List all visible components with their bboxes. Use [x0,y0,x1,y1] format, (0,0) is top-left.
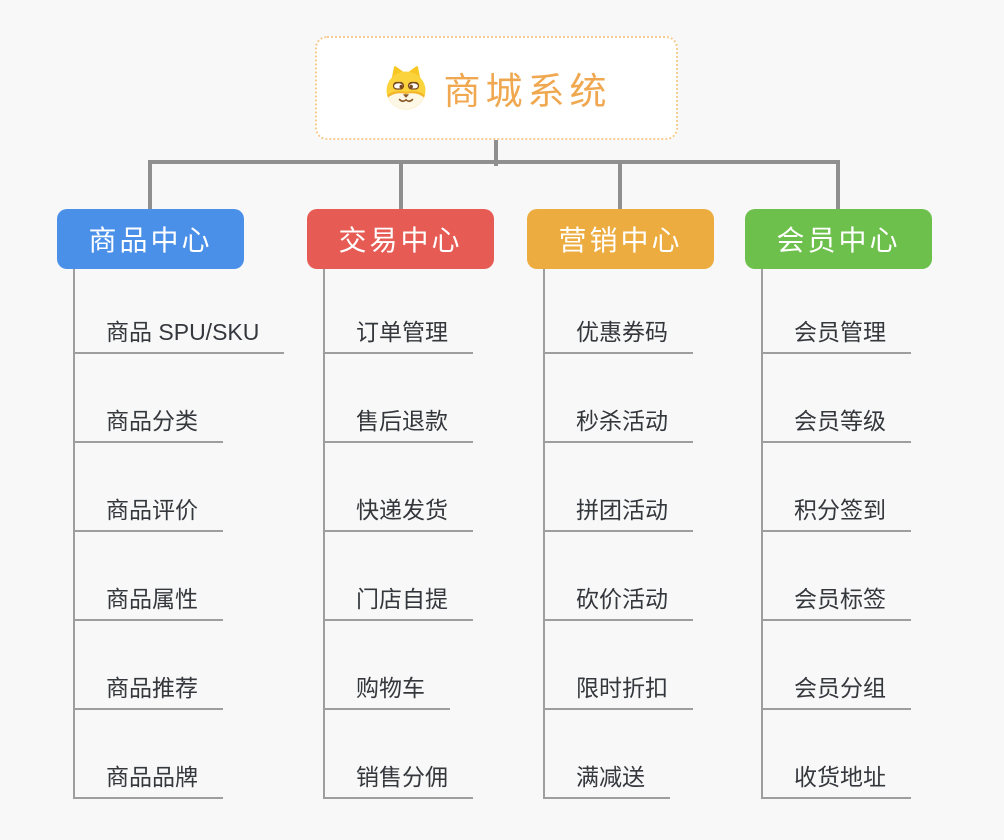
sub-topic[interactable]: 快递发货 [323,497,473,532]
branch-node[interactable]: 商品中心 [57,209,244,269]
sub-item: 限时折扣 [543,621,714,710]
connector-drop-3 [618,160,622,209]
sub-topic[interactable]: 会员分组 [761,675,911,710]
sub-topic[interactable]: 会员等级 [761,408,911,443]
branch-subtree: 商品 SPU/SKU 商品分类 商品评价 商品属性 商品推荐 商品品牌 [57,269,285,799]
sub-item: 购物车 [323,621,494,710]
sub-topic[interactable]: 满减送 [543,764,670,799]
sub-item: 会员分组 [761,621,932,710]
branch-column: 商品中心 商品 SPU/SKU 商品分类 商品评价 商品属性 商品推荐 商品品牌 [57,209,285,799]
branch-node[interactable]: 交易中心 [307,209,494,269]
sub-topic[interactable]: 商品属性 [73,586,223,621]
connector-drop-2 [399,160,403,209]
sub-topic[interactable]: 售后退款 [323,408,473,443]
sub-topic[interactable]: 门店自提 [323,586,473,621]
sub-item: 商品推荐 [73,621,244,710]
sub-item: 满减送 [543,710,714,799]
sub-item: 会员管理 [761,269,932,354]
sub-topic[interactable]: 拼团活动 [543,497,693,532]
branch-subtree: 会员管理 会员等级 积分签到 会员标签 会员分组 收货地址 [745,269,932,799]
sub-topic[interactable]: 商品品牌 [73,764,223,799]
sub-item: 门店自提 [323,532,494,621]
sub-item: 积分签到 [761,443,932,532]
sub-item: 商品分类 [73,354,244,443]
sub-topic[interactable]: 积分签到 [761,497,911,532]
sub-item: 商品 SPU/SKU [73,269,285,354]
connector-root-stub [494,140,498,166]
branch-label: 营销中心 [558,225,683,256]
sub-item: 会员标签 [761,532,932,621]
sub-item: 优惠券码 [543,269,714,354]
sub-topic[interactable]: 砍价活动 [543,586,693,621]
sub-item: 商品属性 [73,532,244,621]
sub-item: 商品评价 [73,443,244,532]
branch-label: 商品中心 [88,225,213,256]
sub-item: 快递发货 [323,443,494,532]
shiba-dog-icon [382,64,430,112]
connector-drop-1 [148,160,152,209]
sub-topic[interactable]: 收货地址 [761,764,911,799]
sub-topic[interactable]: 秒杀活动 [543,408,693,443]
sub-topic[interactable]: 优惠券码 [543,319,693,354]
sub-topic[interactable]: 商品评价 [73,497,223,532]
root-node[interactable]: 商城系统 [315,36,678,140]
sub-item: 售后退款 [323,354,494,443]
sub-item: 商品品牌 [73,710,244,799]
sub-item: 拼团活动 [543,443,714,532]
branch-subtree: 订单管理 售后退款 快递发货 门店自提 购物车 销售分佣 [307,269,494,799]
root-title: 商城系统 [443,71,612,112]
sub-topic[interactable]: 商品推荐 [73,675,223,710]
sub-topic[interactable]: 销售分佣 [323,764,473,799]
connector-drop-4 [836,160,840,209]
branch-label: 交易中心 [338,225,463,256]
branch-node[interactable]: 会员中心 [745,209,932,269]
sub-item: 收货地址 [761,710,932,799]
sub-topic[interactable]: 会员管理 [761,319,911,354]
branch-label: 会员中心 [776,225,901,256]
branch-node[interactable]: 营销中心 [527,209,714,269]
sub-item: 会员等级 [761,354,932,443]
sub-topic[interactable]: 商品分类 [73,408,223,443]
sub-topic[interactable]: 会员标签 [761,586,911,621]
sub-item: 砍价活动 [543,532,714,621]
sub-topic[interactable]: 订单管理 [323,319,473,354]
branch-column: 营销中心 优惠券码 秒杀活动 拼团活动 砍价活动 限时折扣 满减送 [527,209,714,799]
sub-item: 销售分佣 [323,710,494,799]
connector-horizontal [148,160,840,164]
sub-item: 订单管理 [323,269,494,354]
branch-column: 会员中心 会员管理 会员等级 积分签到 会员标签 会员分组 收货地址 [745,209,932,799]
sub-topic[interactable]: 购物车 [323,675,450,710]
branch-column: 交易中心 订单管理 售后退款 快递发货 门店自提 购物车 销售分佣 [307,209,494,799]
sub-item: 秒杀活动 [543,354,714,443]
sub-topic[interactable]: 商品 SPU/SKU [73,319,285,354]
branch-subtree: 优惠券码 秒杀活动 拼团活动 砍价活动 限时折扣 满减送 [527,269,714,799]
sub-topic[interactable]: 限时折扣 [543,675,693,710]
